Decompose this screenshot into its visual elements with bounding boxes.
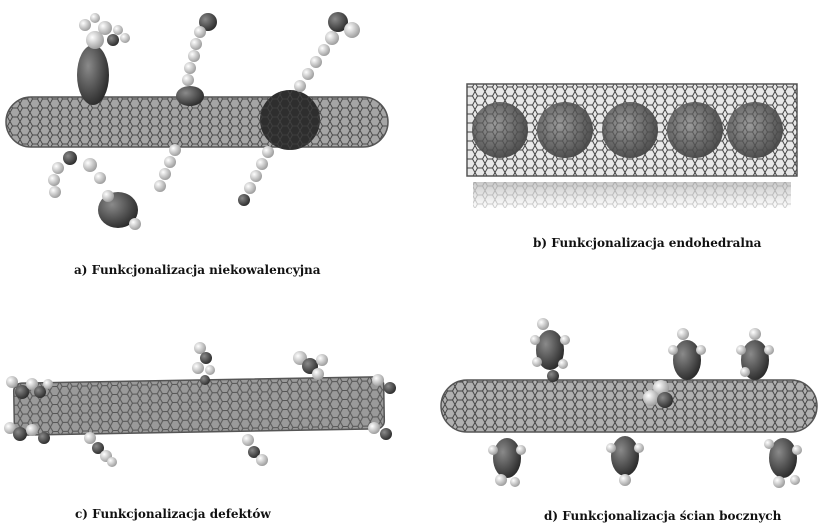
endohedral-illustration [455, 78, 815, 228]
caption-endohedral: b) Funkcjonalizacja endohedralna [533, 236, 761, 250]
sidewalls-illustration [435, 310, 823, 495]
defects-illustration [0, 330, 400, 475]
molecule-chain-bottom-right [238, 146, 274, 206]
sidewall-group-bottom-right [764, 438, 802, 488]
fullerene-chain [472, 102, 783, 158]
molecule-chain-top-left [77, 13, 130, 105]
sidewall-group-bottom-middle [606, 436, 644, 486]
caption-sidewalls: d) Funkcjonalizacja ścian bocznych [544, 509, 781, 523]
caption-noncovalent: a) Funkcjonalizacja niekowalencyjna [74, 263, 321, 277]
molecule-chain-bottom-left [48, 151, 141, 230]
panel-endohedral [455, 78, 815, 228]
caption-defects: c) Funkcjonalizacja defektów [75, 507, 271, 521]
panel-noncovalent [0, 0, 400, 250]
panel-defects [0, 330, 400, 475]
molecule-chain-bottom-middle [154, 144, 181, 192]
defect-group-bottom-middle [242, 434, 268, 466]
molecule-chain-top-right [294, 12, 360, 92]
panel-sidewalls [435, 310, 823, 495]
defect-group-top-right [293, 351, 328, 380]
molecule-chain-top-middle [176, 13, 217, 106]
defect-group-top-middle [192, 342, 215, 385]
sidewall-group-top-right [736, 328, 774, 380]
sidewall-group-bottom-left [488, 438, 526, 487]
defect-group-bottom-left [84, 432, 117, 467]
sidewall-group-top-left [530, 318, 570, 382]
noncovalent-illustration [0, 0, 400, 250]
